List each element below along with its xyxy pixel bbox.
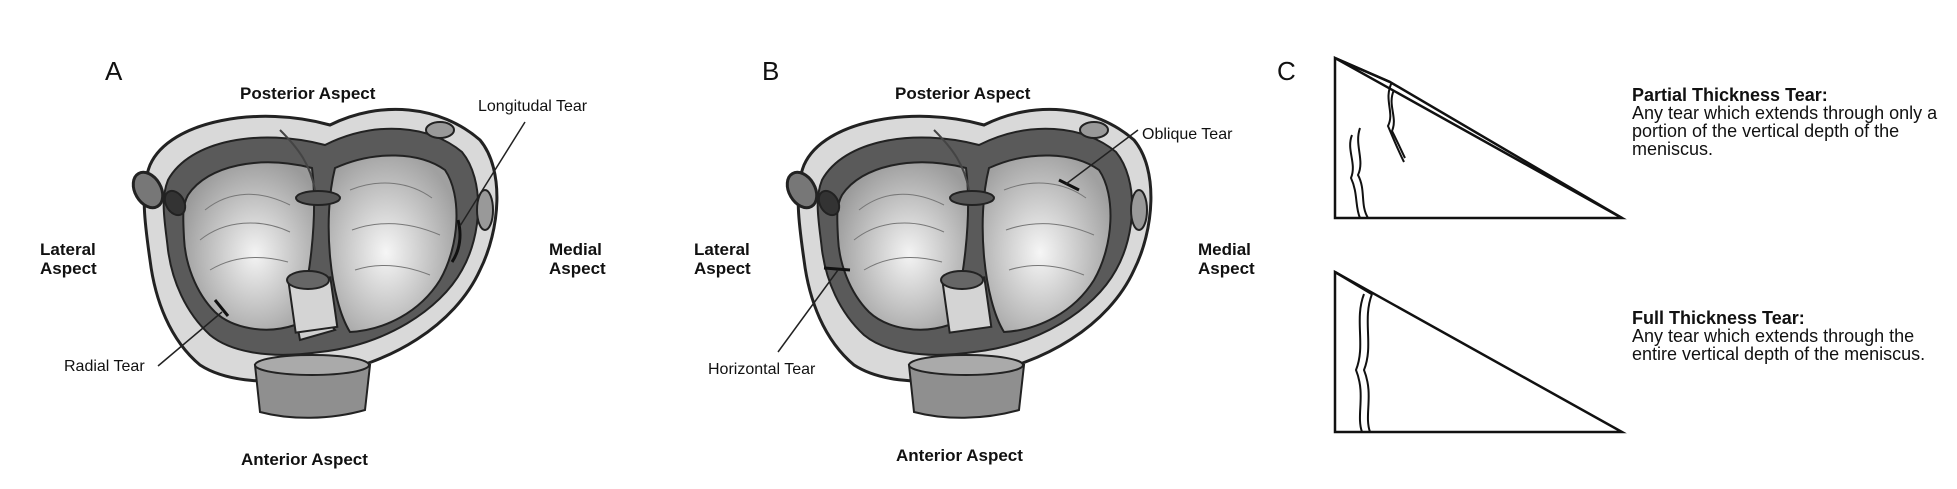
- full-thickness-triangle: [1333, 269, 1627, 434]
- longitudinal-tear-mark: [450, 219, 462, 263]
- lateral-aspect-label-a: Lateral Aspect: [40, 240, 97, 278]
- meniscus-diagram-a: [131, 107, 526, 419]
- medial-aspect-label-b: Medial Aspect: [1198, 240, 1255, 278]
- posterior-aspect-label-b: Posterior Aspect: [895, 84, 1031, 103]
- oblique-tear-leader: [1065, 129, 1139, 185]
- posterior-aspect-label-a: Posterior Aspect: [240, 84, 376, 103]
- partial-thickness-text: Any tear which extends through only a po…: [1632, 103, 1938, 159]
- meniscus-diagram-b: [777, 107, 1153, 419]
- panel-letter-b: B: [762, 56, 780, 86]
- anterior-aspect-label-a: Anterior Aspect: [241, 450, 368, 469]
- partial-thickness-heading: Partial Thickness Tear:: [1632, 85, 1828, 105]
- knee-body-a: [131, 107, 499, 419]
- full-thickness-description: Full Thickness Tear: Any tear which exte…: [1632, 309, 1942, 363]
- oblique-tear-label: Oblique Tear: [1142, 126, 1233, 143]
- knee-body-b: [785, 107, 1153, 419]
- longitudinal-tear-leader: [459, 121, 526, 227]
- longitudinal-tear-label: Longitudal Tear: [478, 98, 588, 115]
- panel-letter-c: C: [1277, 56, 1296, 86]
- full-thickness-text: Any tear which extends through the entir…: [1632, 326, 1926, 364]
- partial-thickness-description: Partial Thickness Tear: Any tear which e…: [1632, 86, 1952, 158]
- radial-tear-label: Radial Tear: [64, 358, 145, 375]
- full-thickness-heading: Full Thickness Tear:: [1632, 308, 1805, 328]
- radial-tear-leader: [157, 311, 223, 367]
- horizontal-tear-leader: [777, 269, 839, 353]
- anterior-aspect-label-b: Anterior Aspect: [896, 446, 1023, 465]
- panel-letter-a: A: [105, 56, 123, 86]
- medial-aspect-label-a: Medial Aspect: [549, 240, 606, 278]
- lateral-aspect-label-b: Lateral Aspect: [694, 240, 751, 278]
- partial-thickness-triangle: [1333, 55, 1627, 220]
- horizontal-tear-label: Horizontal Tear: [708, 361, 816, 378]
- oblique-tear-mark: [1058, 178, 1080, 192]
- radial-tear-mark: [213, 299, 230, 317]
- thickness-tear-diagram: [1333, 55, 1627, 434]
- horizontal-tear-mark: [823, 266, 851, 272]
